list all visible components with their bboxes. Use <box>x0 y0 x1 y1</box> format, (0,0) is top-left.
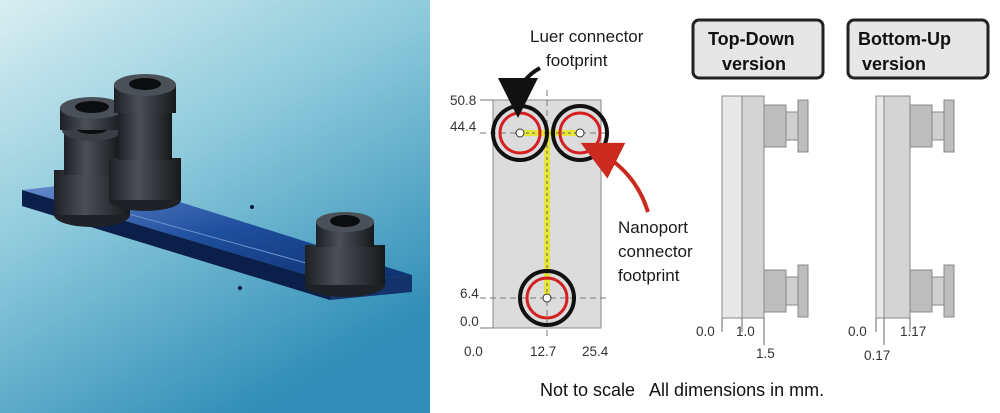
top-down-tick-1-0: 1.0 <box>736 324 755 339</box>
x-tick-0-0: 0.0 <box>464 344 483 359</box>
luer-footprint-bottom <box>518 269 576 327</box>
x-tick-12-7: 12.7 <box>530 344 556 359</box>
nanoport-arrow <box>580 142 650 213</box>
luer-arrow <box>498 66 542 118</box>
luer-label-line1: Luer connector <box>530 27 644 46</box>
bottom-up-tick-0-0: 0.0 <box>848 324 867 339</box>
bottom-up-tick-1-17: 1.17 <box>900 324 926 339</box>
y-tick-6-4: 6.4 <box>460 286 479 301</box>
top-down-tick-0-0: 0.0 <box>696 324 715 339</box>
top-down-line1: Top-Down <box>708 29 795 49</box>
y-tick-0-0: 0.0 <box>460 314 479 329</box>
top-down-line2: version <box>722 54 786 74</box>
technical-diagram: Luer connector footprint Nanoport connec… <box>450 18 990 400</box>
nanoport-footprint <box>551 104 609 162</box>
nanoport-label-line3: footprint <box>618 266 680 285</box>
top-down-tick-1-5: 1.5 <box>756 346 775 361</box>
y-tick-50-8: 50.8 <box>450 93 476 108</box>
x-tick-25-4: 25.4 <box>582 344 609 359</box>
luer-footprint-top <box>491 104 549 162</box>
connector-c <box>305 212 385 297</box>
top-down-side-view <box>721 95 809 319</box>
chip-render-image <box>0 0 430 413</box>
connector-b <box>109 74 181 211</box>
bottom-up-tick-0-17: 0.17 <box>864 348 890 363</box>
nanoport-label-line1: Nanoport <box>618 218 688 237</box>
footer-note: Not to scale All dimensions in mm. <box>540 380 824 400</box>
bottom-up-line2: version <box>862 54 926 74</box>
y-tick-44-4: 44.4 <box>450 119 477 134</box>
bottom-up-line1: Bottom-Up <box>858 29 951 49</box>
nanoport-label-line2: connector <box>618 242 693 261</box>
top-down-box <box>691 18 825 80</box>
bottom-up-side-view <box>875 95 955 319</box>
connector-a <box>54 97 130 227</box>
luer-label-line2: footprint <box>546 51 608 70</box>
bottom-up-box <box>846 18 990 80</box>
